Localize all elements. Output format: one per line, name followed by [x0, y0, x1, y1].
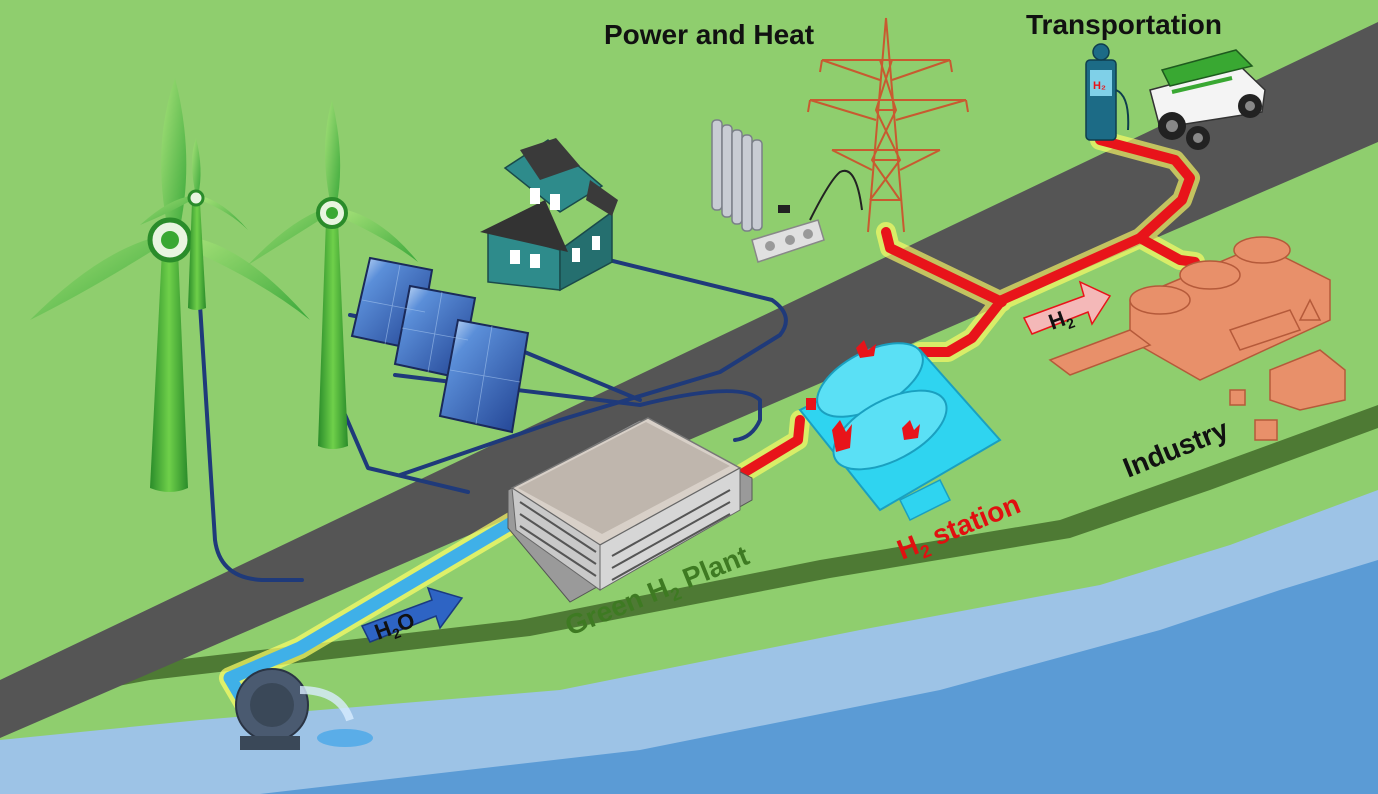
h2o-arrow [360, 586, 464, 643]
solar-panels-icon [350, 256, 530, 434]
h2-pipes [730, 130, 1205, 485]
transmission-tower-icon [807, 17, 969, 233]
house-icon [480, 138, 618, 292]
wind-turbine-medium-icon [248, 100, 418, 449]
fuel-pump-icon [1085, 43, 1130, 141]
industry-icon [1048, 236, 1346, 441]
h2-station-icon [798, 340, 1002, 522]
power-strip-icon [751, 169, 863, 263]
label-power-heat: Power and Heat [604, 19, 814, 50]
fuel-pump-label: H₂ [1093, 80, 1106, 92]
radiator-icon [711, 119, 763, 232]
label-transportation: Transportation [1026, 9, 1222, 40]
green-h2-plant-icon [507, 417, 753, 603]
water-dark [260, 560, 1378, 794]
wind-turbine-large-icon [30, 78, 310, 492]
water-pump-icon [235, 668, 373, 750]
h2-arrow [1022, 280, 1112, 335]
vehicle-icon [1149, 49, 1266, 150]
wind-turbine-small-icon [140, 138, 248, 310]
